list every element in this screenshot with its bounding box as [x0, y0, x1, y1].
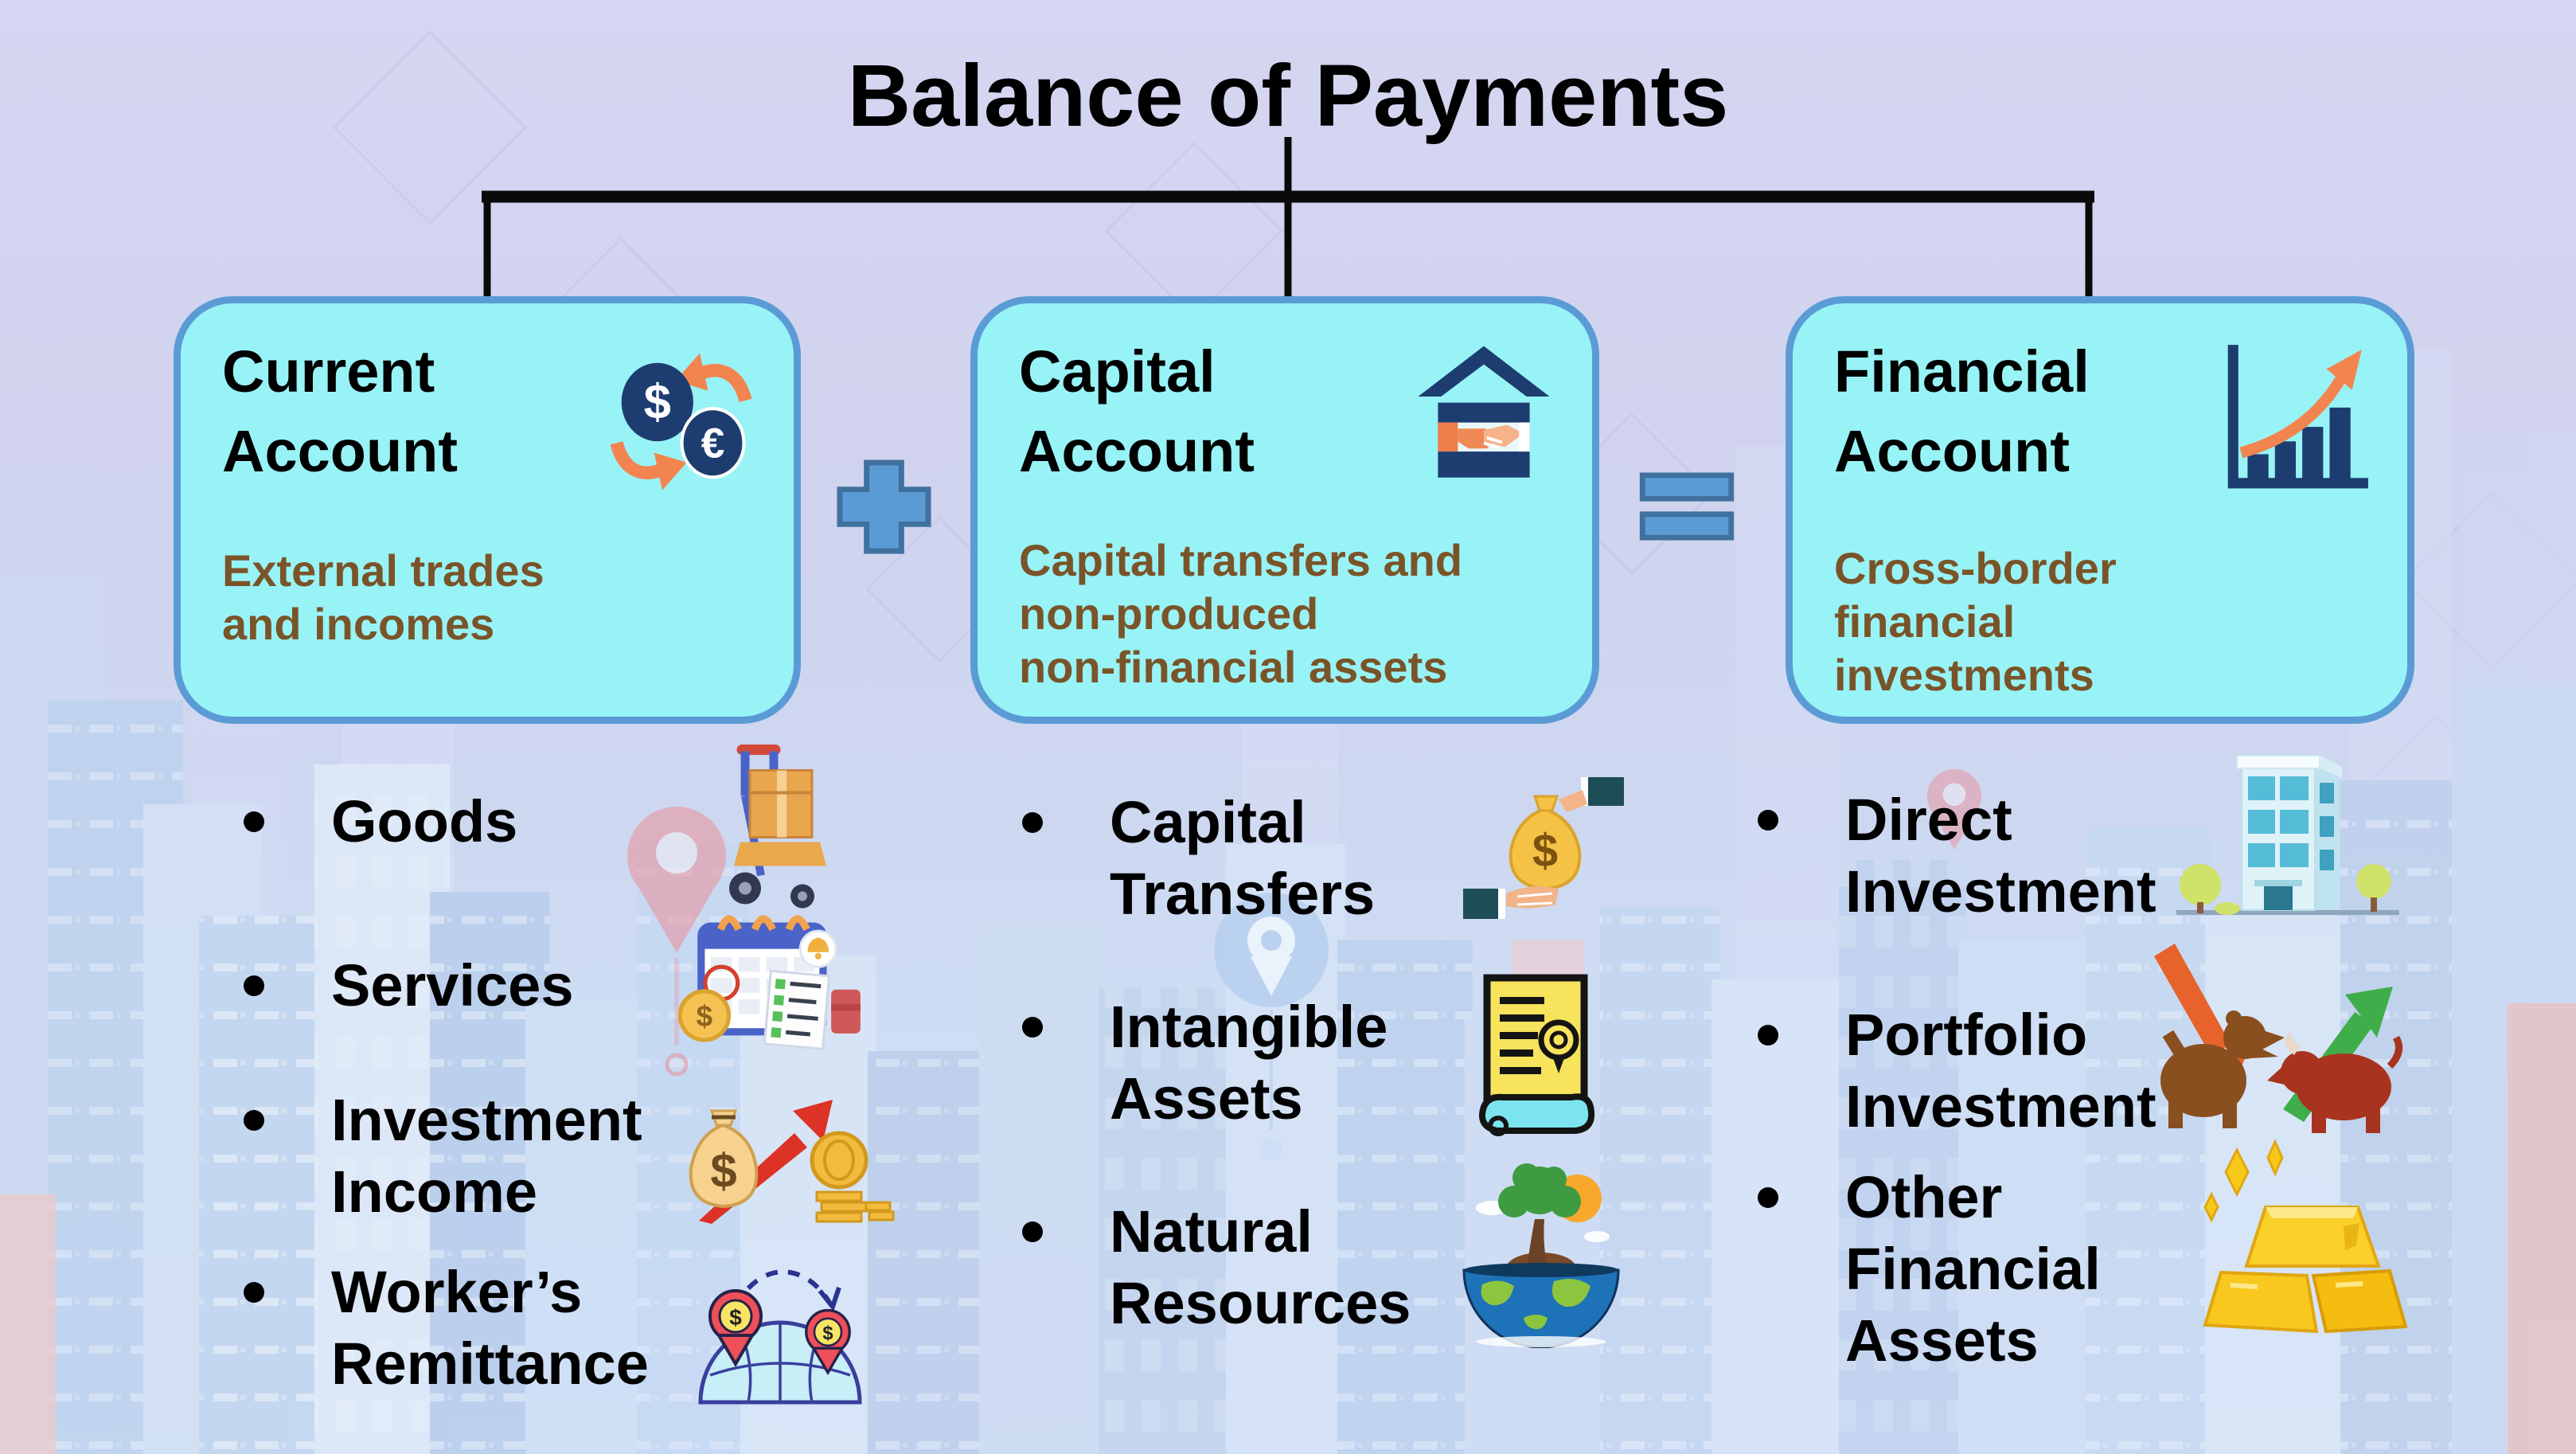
item-label: Goods — [331, 788, 518, 854]
list-item-capital-transfers: Capital Transfers — [1022, 787, 1452, 930]
certificate-icon — [1474, 970, 1600, 1141]
bullet-dot — [244, 975, 264, 996]
list-item-goods: Goods — [244, 786, 650, 858]
bullet-dot — [244, 811, 264, 832]
item-label: Natural Resources — [1110, 1198, 1411, 1336]
bullet-dot — [1758, 1187, 1778, 1208]
capital-account-title: Capital Account — [1019, 338, 1255, 484]
financial-account-description: Cross-border financial investments — [1834, 543, 2117, 700]
svg-text:$: $ — [644, 374, 671, 429]
bear-bull-icon — [2127, 936, 2418, 1136]
list-item-investment-income: Investment Income — [244, 1085, 650, 1228]
bear-silhouette — [2160, 1010, 2285, 1128]
financial-account-box: Financial Account Cross-border financial… — [1786, 296, 2414, 724]
item-label: Investment Income — [331, 1087, 642, 1225]
item-label: Direct Investment — [1845, 787, 2156, 924]
svg-text:$: $ — [1532, 825, 1558, 877]
item-label: Portfolio Investment — [1845, 1002, 2156, 1139]
red-map-pin — [627, 807, 726, 1077]
list-item-other-financial-assets: Other Financial Assets — [1758, 1162, 2164, 1377]
bullet-dot — [244, 1282, 264, 1303]
small-red-pin — [1926, 768, 1982, 850]
globe-remittance-icon: $ $ — [686, 1230, 876, 1425]
list-item-portfolio-investment: Portfolio Investment — [1758, 999, 2164, 1143]
calendar-invoice-icon: $ — [670, 901, 865, 1061]
city-buildings — [0, 573, 2576, 1454]
bullet-dot — [1758, 810, 1778, 831]
house-handshake-icon — [1407, 338, 1560, 495]
item-label: Worker’s Remittance — [331, 1259, 649, 1397]
capital-account-description: Capital transfers and non-produced non-f… — [1019, 535, 1463, 692]
gold-bars-icon — [2188, 1137, 2414, 1372]
list-item-workers-remittance: Worker’s Remittance — [244, 1257, 650, 1400]
currency-exchange-icon: $ € — [599, 338, 762, 506]
svg-text:$: $ — [822, 1323, 833, 1344]
bullet-dot — [1022, 1017, 1043, 1038]
item-label: Capital Transfers — [1110, 789, 1376, 927]
bullet-dot — [1022, 812, 1043, 833]
current-account-description: External trades and incomes — [222, 545, 544, 649]
item-label: Intangible Assets — [1110, 994, 1388, 1132]
capital-account-box: Capital Account Capital transfers and no… — [970, 296, 1599, 724]
current-account-title: Current Account — [222, 338, 458, 484]
list-item-services: Services — [244, 950, 650, 1022]
item-label: Other Financial Assets — [1845, 1164, 2101, 1374]
page-title: Balance of Payments — [847, 47, 1729, 145]
svg-text:€: € — [701, 420, 725, 467]
svg-text:$: $ — [697, 1000, 712, 1033]
bullet-dot — [1758, 1025, 1778, 1046]
list-item-intangible-assets: Intangible Assets — [1022, 991, 1452, 1135]
money-bag-hand-icon: $ — [1462, 772, 1625, 924]
blue-map-pin — [1214, 893, 1329, 1160]
growth-chart-icon — [2210, 338, 2375, 503]
svg-text:$: $ — [729, 1305, 742, 1330]
hand-truck-icon — [701, 739, 836, 913]
equals-operator — [1638, 471, 1735, 541]
office-building-icon — [2167, 745, 2410, 929]
financial-account-title: Financial Account — [1834, 338, 2090, 484]
money-bag-growth-icon: $ — [675, 1087, 896, 1226]
item-label: Services — [331, 952, 574, 1018]
bullet-dot — [1022, 1221, 1043, 1242]
bullet-dot — [244, 1110, 264, 1131]
svg-text:$: $ — [710, 1144, 736, 1198]
bull-silhouette — [2267, 1031, 2403, 1133]
current-account-box: Current Account $ € External trades and … — [174, 296, 801, 724]
earth-tree-icon — [1457, 1149, 1626, 1348]
list-item-natural-resources: Natural Resources — [1022, 1196, 1452, 1339]
list-item-direct-investment: Direct Investment — [1758, 784, 2164, 928]
plus-operator — [832, 455, 936, 559]
